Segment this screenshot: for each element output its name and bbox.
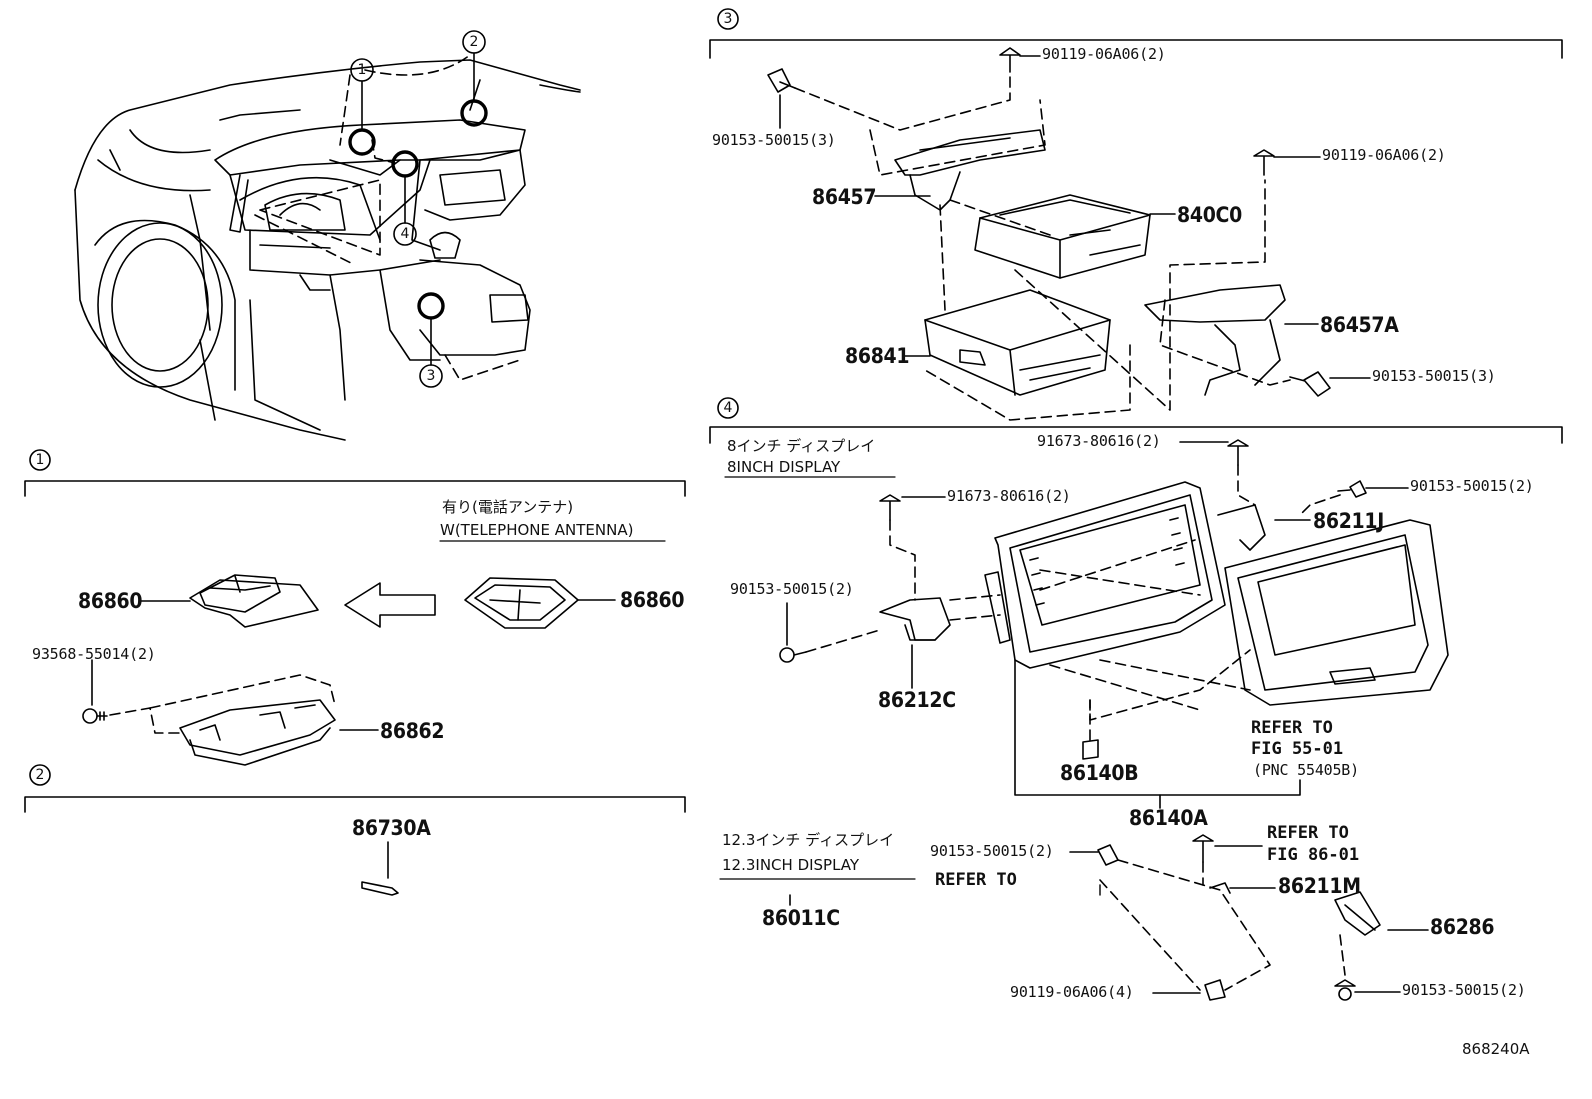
part-label-86011C: 86011C (762, 906, 840, 930)
section1-dashes (109, 674, 336, 734)
refer-to-fig-55-01-line2: FIG 55-01 (1251, 739, 1344, 759)
part-label-86140A: 86140A (1129, 806, 1208, 830)
section3-marker: 3 (723, 11, 733, 27)
part-label-90153-50015-mid: 90153-50015(2) (930, 842, 1054, 860)
telephone-antenna-note-en: W(TELEPHONE ANTENNA) (440, 521, 634, 539)
section1-marker: 1 (35, 452, 45, 468)
part-label-86211M: 86211M (1278, 874, 1361, 898)
part-label-86841: 86841 (845, 344, 910, 368)
part-label-90119-06A06-right: 90119-06A06(2) (1322, 146, 1446, 164)
section3-dashes (794, 74, 1291, 421)
diagram-code: 868240A (1462, 1040, 1530, 1058)
section4-dashes (805, 464, 1346, 991)
part-label-86457: 86457 (812, 185, 877, 209)
display-12inch-label-en: 12.3INCH DISPLAY (722, 856, 860, 874)
part-label-86211J: 86211J (1313, 509, 1384, 533)
part-label-86286: 86286 (1430, 915, 1495, 939)
section-brackets (24, 8, 1563, 813)
refer-to-fig-55-01-pnc: (PNC 55405B) (1253, 761, 1359, 779)
part-label-91673-80616-top: 91673-80616(2) (1037, 432, 1161, 450)
refer-to-partial: REFER TO (935, 870, 1017, 890)
section2-marker: 2 (35, 767, 45, 783)
display-8inch-label-jp: 8インチ ディスプレイ (727, 437, 876, 455)
section3-drawing (767, 47, 1371, 397)
part-label-90153-50015-right: 90153-50015(3) (1372, 367, 1496, 385)
section1-drawing (82, 540, 666, 766)
section4-marker: 4 (723, 400, 733, 416)
refer-to-fig-55-01-line1: REFER TO (1251, 718, 1333, 738)
part-label-840C0: 840C0 (1177, 203, 1242, 227)
part-label-86862: 86862 (380, 719, 445, 743)
part-label-93568-55014: 93568-55014(2) (32, 645, 156, 663)
telephone-antenna-note-jp: 有り(電話アンテナ) (442, 498, 574, 516)
part-label-86730A: 86730A (352, 816, 431, 840)
overview-callout-1: 1 (357, 62, 367, 78)
section2-drawing (361, 841, 399, 896)
part-label-90153-50015-left: 90153-50015(3) (712, 131, 836, 149)
part-label-86860-right: 86860 (620, 588, 685, 612)
part-label-90119-06A06-top: 90119-06A06(2) (1042, 45, 1166, 63)
part-label-86860-left: 86860 (78, 589, 143, 613)
display-12inch-label-jp: 12.3インチ ディスプレイ (722, 831, 895, 849)
part-label-86140B: 86140B (1060, 761, 1139, 785)
part-label-91673-80616-left: 91673-80616(2) (947, 487, 1071, 505)
part-label-90153-50015-right: 90153-50015(2) (1410, 477, 1534, 495)
overview-callouts (348, 30, 488, 388)
overview-callout-4: 4 (400, 226, 410, 242)
part-label-86457A: 86457A (1320, 313, 1399, 337)
vehicle-interior-illustration (74, 59, 581, 441)
refer-to-fig-86-01-line2: FIG 86-01 (1267, 845, 1360, 865)
display-8inch-label-en: 8INCH DISPLAY (727, 458, 841, 476)
overview-callout-2: 2 (469, 34, 479, 50)
overview-callout-3: 3 (426, 368, 436, 384)
part-label-86212C: 86212C (878, 688, 956, 712)
part-label-90153-50015-left: 90153-50015(2) (730, 580, 854, 598)
part-label-90119-06A06-bottom: 90119-06A06(4) (1010, 983, 1134, 1001)
part-label-90153-50015-bottom: 90153-50015(2) (1402, 981, 1526, 999)
refer-to-fig-86-01-line1: REFER TO (1267, 823, 1349, 843)
